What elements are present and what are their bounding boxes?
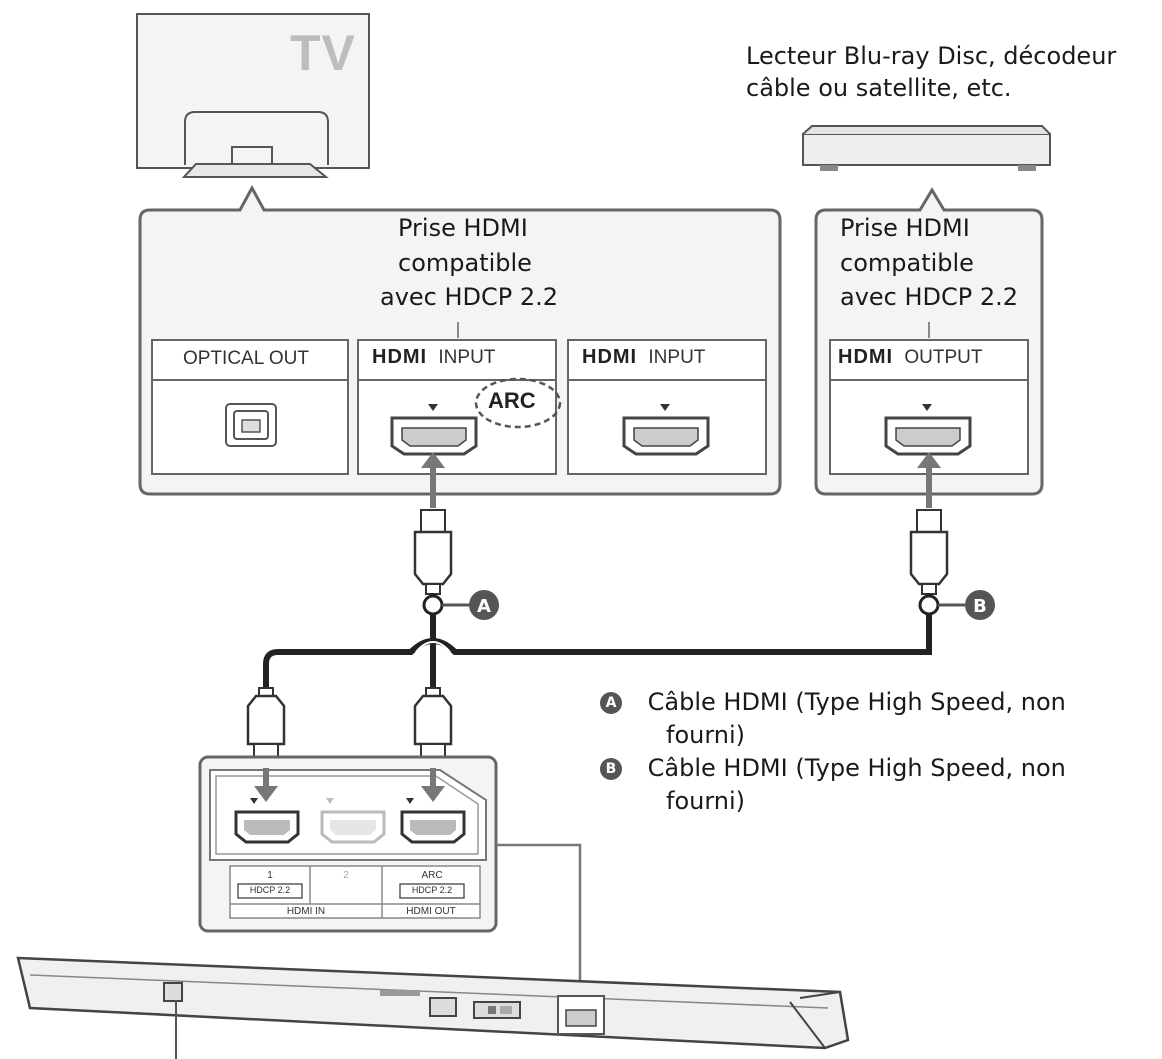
optical-out-label: OPTICAL OUT	[183, 348, 309, 369]
tv-jack-note-line2: compatible	[398, 249, 532, 277]
cable-b	[263, 594, 932, 690]
hdmi-plug-a-bottom	[413, 687, 453, 767]
soundbar-hdmi-out-port	[400, 798, 466, 844]
tv-jack-note-line1: Prise HDMI	[398, 214, 528, 242]
legend-marker-b: B	[600, 758, 622, 780]
soundbar-hdmi-in-1-port	[234, 798, 300, 844]
soundbar-illustration	[16, 956, 850, 1059]
hdmi-input-label: INPUT	[648, 347, 706, 368]
hdmi-port-icon	[884, 404, 972, 456]
tv-jack-note-line3: avec HDCP 2.2	[380, 283, 559, 311]
legend: A Câble HDMI (Type High Speed, non fourn…	[600, 686, 1160, 818]
hdmi-logo: HDMI	[372, 346, 428, 368]
arc-label: ARC	[488, 388, 536, 413]
soundbar-hdmi-in-2-port	[320, 798, 386, 844]
marker-b-badge	[965, 590, 995, 620]
source-device-label-line2: câble ou satellite, etc.	[746, 74, 1012, 102]
hdmi-plug-a-top	[413, 509, 453, 595]
source-device-illustration	[802, 125, 1051, 171]
tv-screen	[136, 13, 370, 169]
hdmi-in-1-label: 1	[267, 870, 273, 881]
legend-a-text-line1: Câble HDMI (Type High Speed, non	[647, 688, 1066, 716]
source-jack-note-line3: avec HDCP 2.2	[840, 283, 1019, 311]
source-device-top	[802, 125, 1051, 135]
source-device-body	[802, 133, 1051, 166]
source-jack-note-line2: compatible	[840, 249, 974, 277]
legend-b-text-line2: fourni)	[666, 787, 746, 815]
legend-b-text-line1: Câble HDMI (Type High Speed, non	[647, 754, 1066, 782]
marker-a-text: A	[477, 596, 491, 617]
hdmi-input-arc-title: HDMI INPUT	[372, 346, 495, 369]
hdmi-port-icon	[390, 404, 478, 456]
legend-a-text-line2: fourni)	[666, 721, 746, 749]
tv-stand-base	[181, 163, 329, 178]
source-device-foot	[1018, 165, 1036, 171]
marker-b-text: B	[973, 596, 987, 617]
marker-a-badge	[469, 590, 499, 620]
hdmi-plug-b-bottom	[246, 687, 286, 767]
source-device-foot	[820, 165, 838, 171]
source-device-label-line1: Lecteur Blu-ray Disc, décodeur	[746, 42, 1117, 70]
hdmi-port-icon	[622, 404, 710, 456]
hdmi-in-2-label: 2	[343, 870, 349, 881]
tv-label: TV	[290, 25, 356, 81]
tv-stand-neck	[184, 111, 329, 165]
legend-item-b: B Câble HDMI (Type High Speed, non	[600, 752, 1160, 785]
hdcp-badge-out: HDCP 2.2	[411, 885, 453, 895]
hdmi-output-title: HDMI OUTPUT	[838, 346, 983, 369]
hdmi-logo: HDMI	[582, 346, 638, 368]
tv-illustration	[136, 13, 370, 178]
legend-marker-a: A	[600, 692, 622, 714]
hdmi-plug-b-top	[909, 509, 949, 595]
hdmi-output-label: OUTPUT	[904, 347, 983, 368]
hdmi-logo: HDMI	[838, 346, 894, 368]
hdmi-out-arc-label: ARC	[421, 870, 443, 881]
hdcp-badge-in: HDCP 2.2	[249, 885, 291, 895]
hdmi-input-label: INPUT	[438, 347, 496, 368]
source-jack-note-line1: Prise HDMI	[840, 214, 970, 242]
hdmi-in-label: HDMI IN	[286, 906, 326, 917]
legend-item-a: A Câble HDMI (Type High Speed, non	[600, 686, 1160, 719]
arc-highlight	[474, 377, 562, 429]
hdmi-out-label: HDMI OUT	[406, 906, 456, 917]
hdmi-input-title: HDMI INPUT	[582, 346, 705, 369]
optical-jack-icon	[225, 403, 277, 447]
